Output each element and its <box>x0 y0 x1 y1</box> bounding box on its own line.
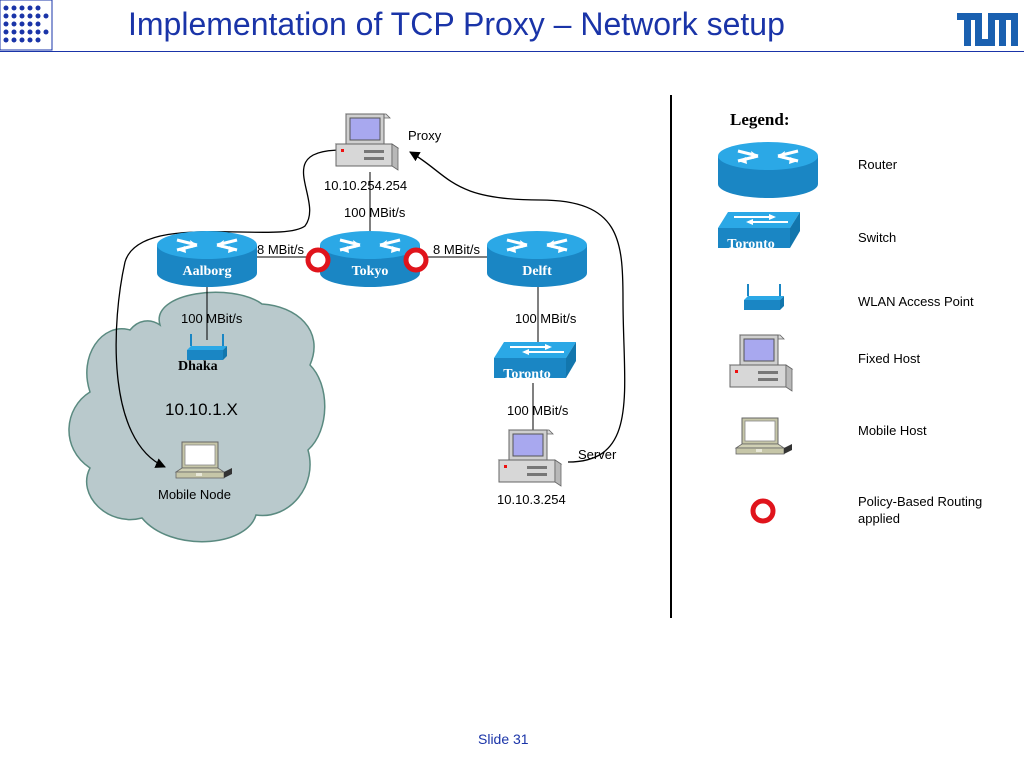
fixed-host-icon <box>729 334 793 392</box>
policy-routing-marker-aalborg <box>305 247 331 273</box>
tum-logo <box>957 13 1018 46</box>
router-icon <box>716 140 820 198</box>
mobile-node-icon <box>175 441 233 479</box>
access-point-dhaka-icon <box>186 333 228 361</box>
link-speed-aalborg-tokyo: 8 MBit/s <box>257 242 304 257</box>
proxy-ip: 10.10.254.254 <box>324 178 408 193</box>
server-label: Server <box>578 447 617 462</box>
router-aalborg-label: Aalborg <box>182 264 232 279</box>
link-speed-tokyo-delft: 8 MBit/s <box>433 242 480 257</box>
legend-wlan-label: WLAN Access Point <box>858 294 974 309</box>
server-to-proxy-path <box>409 151 626 463</box>
link-speed-toronto-server: 100 MBit/s <box>507 403 569 418</box>
wlan-access-point-icon <box>743 283 785 311</box>
legend-fixed-host-label: Fixed Host <box>858 351 921 366</box>
router-delft-label: Delft <box>522 264 552 279</box>
legend-policy-routing-label: Policy-Based Routing applied <box>858 494 983 526</box>
legend-switch-name: Toronto <box>727 237 775 252</box>
legend-mobile-host-label: Mobile Host <box>858 423 927 438</box>
server-ip: 10.10.3.254 <box>497 492 566 507</box>
network-links <box>206 172 539 432</box>
proxy-host-icon <box>335 113 399 171</box>
link-speed-aalborg-dhaka: 100 MBit/s <box>181 311 243 326</box>
proxy-label: Proxy <box>408 128 442 143</box>
network-cloud <box>68 291 326 543</box>
page-title: Implementation of TCP Proxy – Network se… <box>128 6 785 42</box>
legend-title: Legend: <box>730 110 790 129</box>
policy-routing-marker-delft <box>403 247 429 273</box>
switch-toronto-label: Toronto <box>503 367 551 382</box>
link-speed-proxy-tokyo: 100 MBit/s <box>344 205 406 220</box>
server-host-icon <box>498 429 562 487</box>
router-tokyo-label: Tokyo <box>351 264 389 279</box>
legend-switch-label: Switch <box>858 230 897 245</box>
network-subnet-label: 10.10.1.X <box>165 400 238 419</box>
legend-router-label: Router <box>858 157 898 172</box>
tum-grid-logo <box>0 0 53 51</box>
policy-routing-icon <box>750 498 776 524</box>
title-underline <box>0 51 1024 52</box>
link-speed-delft-toronto: 100 MBit/s <box>515 311 577 326</box>
mobile-host-icon <box>735 417 793 455</box>
slide-number: Slide 31 <box>478 731 529 747</box>
mobile-node-label: Mobile Node <box>158 487 231 502</box>
access-point-dhaka-label: Dhaka <box>178 359 218 374</box>
